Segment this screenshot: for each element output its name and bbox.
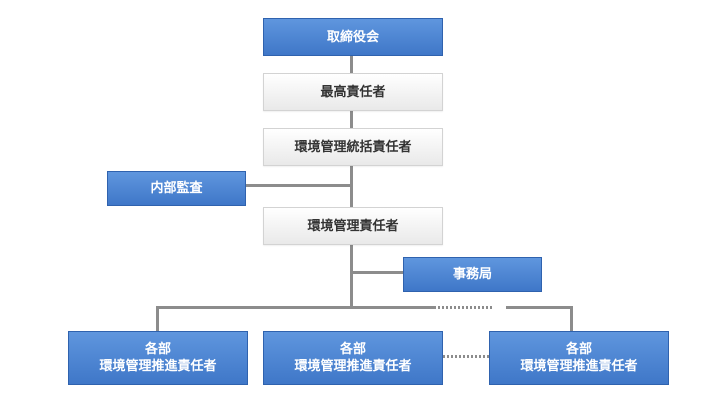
general-manager-label: 環境管理統括責任者	[294, 139, 412, 155]
connector-department-bus-left	[156, 306, 434, 309]
connector-department-1-drop	[156, 306, 159, 331]
internal-audit-label: 内部監査	[150, 181, 203, 196]
connector-internal-audit	[246, 184, 353, 187]
department-label-line2: 環境管理推進責任者	[520, 359, 638, 374]
department-label-line1: 各部	[144, 342, 171, 357]
board-box: 取締役会	[263, 18, 443, 56]
connector-department-3-drop	[570, 306, 573, 331]
connector-main-vertical	[350, 56, 353, 308]
board-label: 取締役会	[326, 29, 379, 45]
secretariat-box: 事務局	[403, 257, 542, 292]
department-label-line1: 各部	[339, 342, 366, 357]
internal-audit-box: 内部監査	[107, 171, 246, 206]
env-manager-box: 環境管理責任者	[263, 207, 443, 245]
department-label-line1: 各部	[565, 342, 592, 357]
env-manager-label: 環境管理責任者	[307, 218, 399, 234]
connector-secretariat	[353, 271, 403, 274]
top-manager-label: 最高責任者	[320, 84, 386, 100]
connector-department-bus-right	[506, 306, 573, 309]
general-manager-box: 環境管理統括責任者	[263, 128, 443, 166]
connector-department-bus-dotted	[434, 306, 492, 309]
department-label-line2: 環境管理推進責任者	[99, 359, 217, 374]
department-box-1: 各部 環境管理推進責任者	[68, 331, 248, 385]
connector-department-dotted-link	[443, 355, 489, 358]
secretariat-label: 事務局	[452, 267, 492, 282]
department-box-3: 各部 環境管理推進責任者	[489, 331, 669, 385]
top-manager-box: 最高責任者	[263, 73, 443, 111]
department-label-line2: 環境管理推進責任者	[294, 359, 412, 374]
department-box-2: 各部 環境管理推進責任者	[263, 331, 443, 385]
